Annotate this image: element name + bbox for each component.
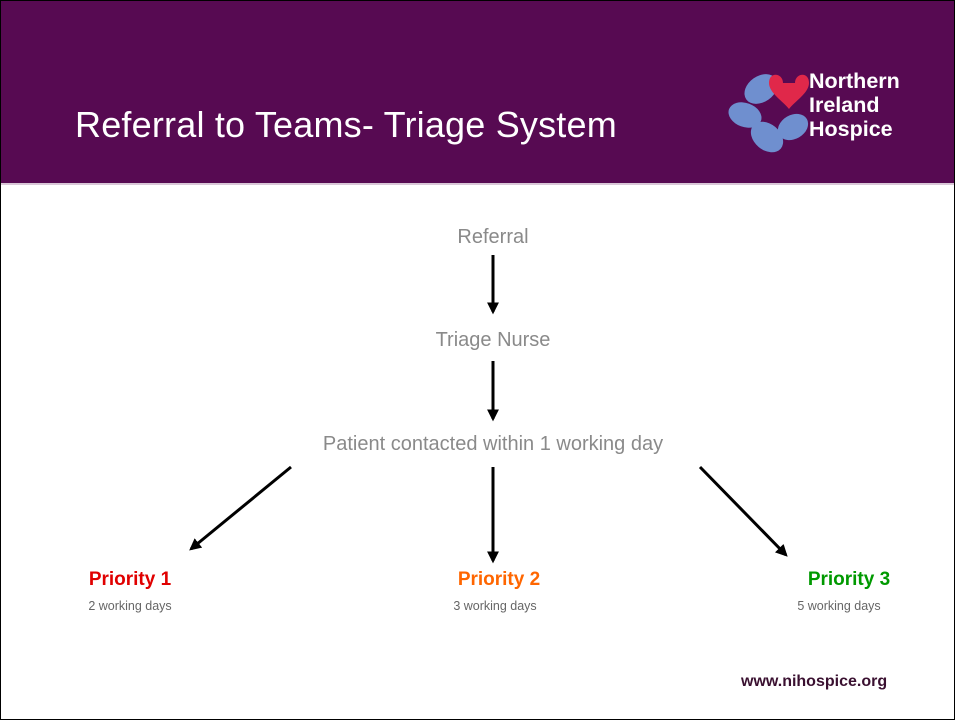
priority-1-days: 2 working days xyxy=(88,599,172,613)
priority-2-days: 3 working days xyxy=(453,599,537,613)
priority-2-label: Priority 2 xyxy=(457,569,541,590)
node-patient-contacted: Patient contacted within 1 working day xyxy=(322,433,664,455)
logo-line-northern: Northern xyxy=(809,69,900,93)
priority-1-label: Priority 1 xyxy=(88,569,172,590)
slide-title: Referral to Teams- Triage System xyxy=(75,104,617,145)
logo-line-ireland: Ireland xyxy=(809,93,880,117)
priority-3-label: Priority 3 xyxy=(807,569,891,590)
hospice-flower-heart-icon xyxy=(728,74,809,153)
website-link[interactable]: www.nihospice.org xyxy=(741,673,888,690)
node-triage-nurse: Triage Nurse xyxy=(435,329,551,351)
node-referral: Referral xyxy=(457,226,529,248)
arrow-contact-to-priority-3 xyxy=(698,465,788,557)
logo-text: Northern Ireland Hospice xyxy=(809,69,900,141)
arrow-contact-to-priority-1 xyxy=(189,465,292,551)
priority-3-days: 5 working days xyxy=(797,599,881,613)
logo-line-hospice: Hospice xyxy=(809,117,893,141)
